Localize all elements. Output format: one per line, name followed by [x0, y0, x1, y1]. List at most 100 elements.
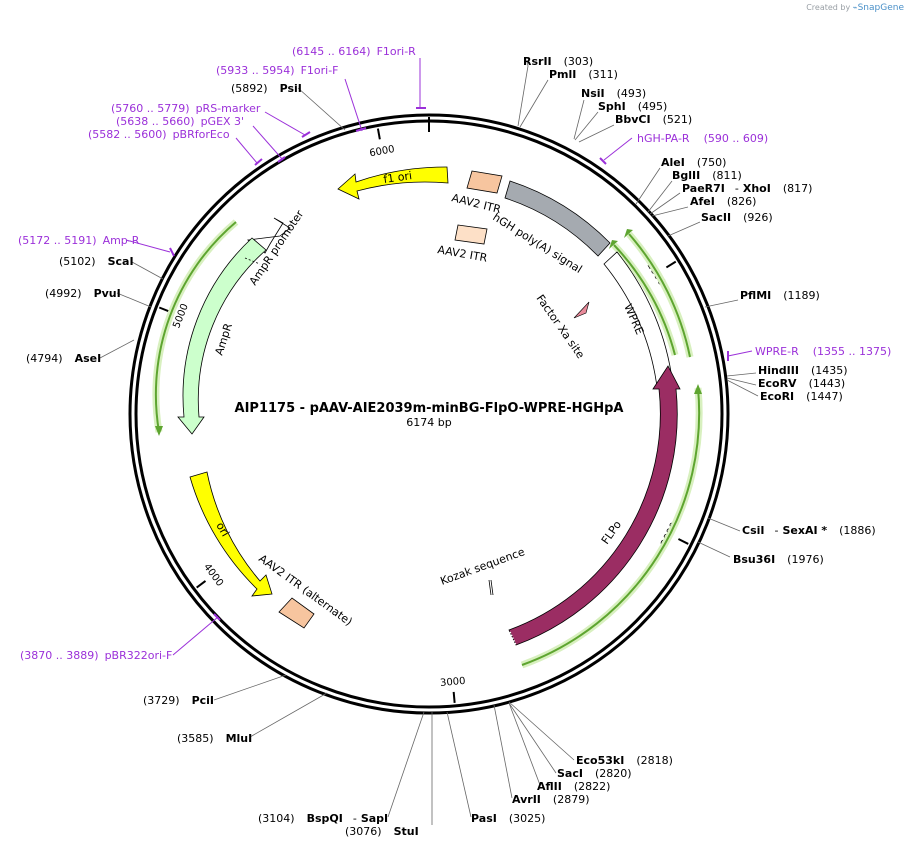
site-pos: (2818) — [636, 754, 673, 767]
site-name-2: SapI — [361, 812, 388, 825]
site-name: HindIII — [758, 364, 799, 377]
primer-range: (5172 .. 5191) — [18, 234, 97, 247]
site-ecorv: EcoRV(1443) — [758, 377, 845, 390]
site-name: PmlI — [549, 68, 576, 81]
site-sphi: SphI(495) — [598, 100, 667, 113]
site-pvui: (4992)PvuI — [45, 287, 121, 300]
tick-label-4000: 4000 — [201, 562, 225, 589]
site-sep: - — [735, 182, 739, 195]
tick-label-6000: 6000 — [369, 144, 396, 159]
leader-bglii — [647, 180, 673, 213]
site-name-2: SexAI * — [782, 524, 827, 537]
site-hindiii: HindIII (1435) — [758, 364, 848, 377]
site-bsu36i: Bsu36I(1976) — [733, 553, 824, 566]
primer-range: (590 .. 609) — [704, 132, 769, 145]
features — [177, 166, 681, 646]
site-leaders — [99, 61, 759, 825]
site-pflmi: PflMI(1189) — [740, 289, 820, 302]
site-name: SphI — [598, 100, 626, 113]
feature-f1-ori — [337, 166, 449, 200]
leader-afei — [651, 206, 689, 217]
site-name: PvuI — [94, 287, 121, 300]
leader-saci — [508, 702, 557, 774]
plasmid-length: 6174 bp — [406, 416, 451, 429]
site-pos: (750) — [697, 156, 727, 169]
feature-label-aav2-itr-1: AAV2 ITR — [450, 191, 502, 216]
primer-leader-pbr322ori-f — [172, 616, 219, 656]
primer-marker-amp-r — [169, 247, 175, 257]
site-bglii: BglII(811) — [672, 169, 742, 182]
site-pos: (2822) — [574, 780, 611, 793]
primer-name: hGH-PA-R — [637, 132, 690, 145]
orf-arrows — [152, 219, 703, 669]
feature-ampr — [177, 237, 267, 435]
tick-mark-1000 — [665, 260, 677, 269]
site-pos: (3729) — [143, 694, 180, 707]
site-pos: (1976) — [787, 553, 824, 566]
site-pos: (2820) — [595, 767, 632, 780]
primer-marker-prs — [301, 131, 311, 138]
site-pos: (493) — [617, 87, 647, 100]
site-pos: (303) — [564, 55, 594, 68]
site-pos: (817) — [783, 182, 813, 195]
primer-pgex3: (5638 .. 5660)pGEX 3' — [116, 115, 244, 128]
primer-marker-pbrforeco — [254, 158, 263, 166]
site-pos: (5102) — [59, 255, 96, 268]
leader-ecori — [726, 379, 759, 397]
leader-pmli — [519, 79, 549, 128]
site-rsrii: RsrII (303) — [523, 55, 593, 68]
feature-aav2-itr-2 — [454, 224, 488, 245]
site-pos: (1447) — [806, 390, 843, 403]
site-name: AflII — [537, 780, 562, 793]
site-pos: (1886) — [839, 524, 876, 537]
snapgene-logo-icon: ⌁ — [852, 3, 858, 12]
primer-name: pRS-marker — [196, 102, 261, 115]
orf-arrow-wpre1-line — [628, 233, 691, 358]
site-name: PflMI — [740, 289, 771, 302]
plasmid-name: AIP1175 - pAAV-AIE2039m-minBG-FlpO-WPRE-… — [235, 401, 624, 416]
primer-range: (5582 .. 5600) — [88, 128, 167, 141]
site-pos: (1435) — [811, 364, 848, 377]
site-pos: (5892) — [231, 82, 268, 95]
primer-name: pBR322ori-F — [105, 649, 173, 662]
site-sacii: SacII(926) — [701, 211, 773, 224]
leader-alei — [635, 167, 661, 205]
site-name: PasI — [471, 812, 497, 825]
primer-name: WPRE-R — [755, 345, 799, 358]
primer-hgh-pa-r: hGH-PA-R (590 .. 609) — [637, 132, 768, 145]
leader-bbvci — [578, 124, 615, 143]
site-alei: AleI(750) — [661, 156, 726, 169]
site-eco53ki: Eco53kI(2818) — [576, 754, 673, 767]
feature-aav2-itr-1 — [466, 170, 503, 194]
tick-mark-3000 — [452, 691, 456, 703]
primer-range: (6145 .. 6164) — [292, 45, 371, 58]
site-stui: (3076)StuI — [345, 825, 419, 838]
primer-leader-prs — [264, 111, 306, 136]
site-name: SacI — [557, 767, 583, 780]
site-name: RsrII — [523, 55, 552, 68]
site-pcii: (3729)PciI — [143, 694, 214, 707]
primer-pbrforeco: (5582 .. 5600)pBRforEco — [88, 128, 230, 141]
site-pos: (311) — [588, 68, 618, 81]
leader-avrii — [493, 704, 513, 799]
leader-hindiii — [726, 372, 757, 377]
primer-leader-pgex — [252, 125, 284, 161]
orf-arrow-amp-head — [155, 426, 163, 436]
snapgene-credit: Created by ⌁SnapGene — [806, 3, 904, 13]
tick-mark-4000 — [196, 580, 207, 589]
site-pos: (3104) — [258, 812, 295, 825]
credit-brand: SnapGene — [857, 3, 904, 13]
site-pos: (2879) — [553, 793, 590, 806]
primer-name: F1ori-F — [301, 64, 339, 77]
site-pos: (521) — [663, 113, 693, 126]
primer-name: Amp-R — [103, 234, 140, 247]
site-labels: RsrII(303) PmlI(311) NsiI(493) SphI(495)… — [26, 55, 876, 838]
site-pos: (826) — [727, 195, 757, 208]
leader-sphi — [574, 111, 599, 141]
feature-label-ampr: AmpR — [212, 321, 235, 357]
site-bbvci: BbvCI(521) — [615, 113, 692, 126]
site-ecori: EcoRI(1447) — [760, 390, 843, 403]
site-pasi: PasI(3025) — [471, 812, 545, 825]
primer-marker-hgh-pa-r — [599, 157, 607, 165]
leader-aflii — [508, 702, 541, 786]
